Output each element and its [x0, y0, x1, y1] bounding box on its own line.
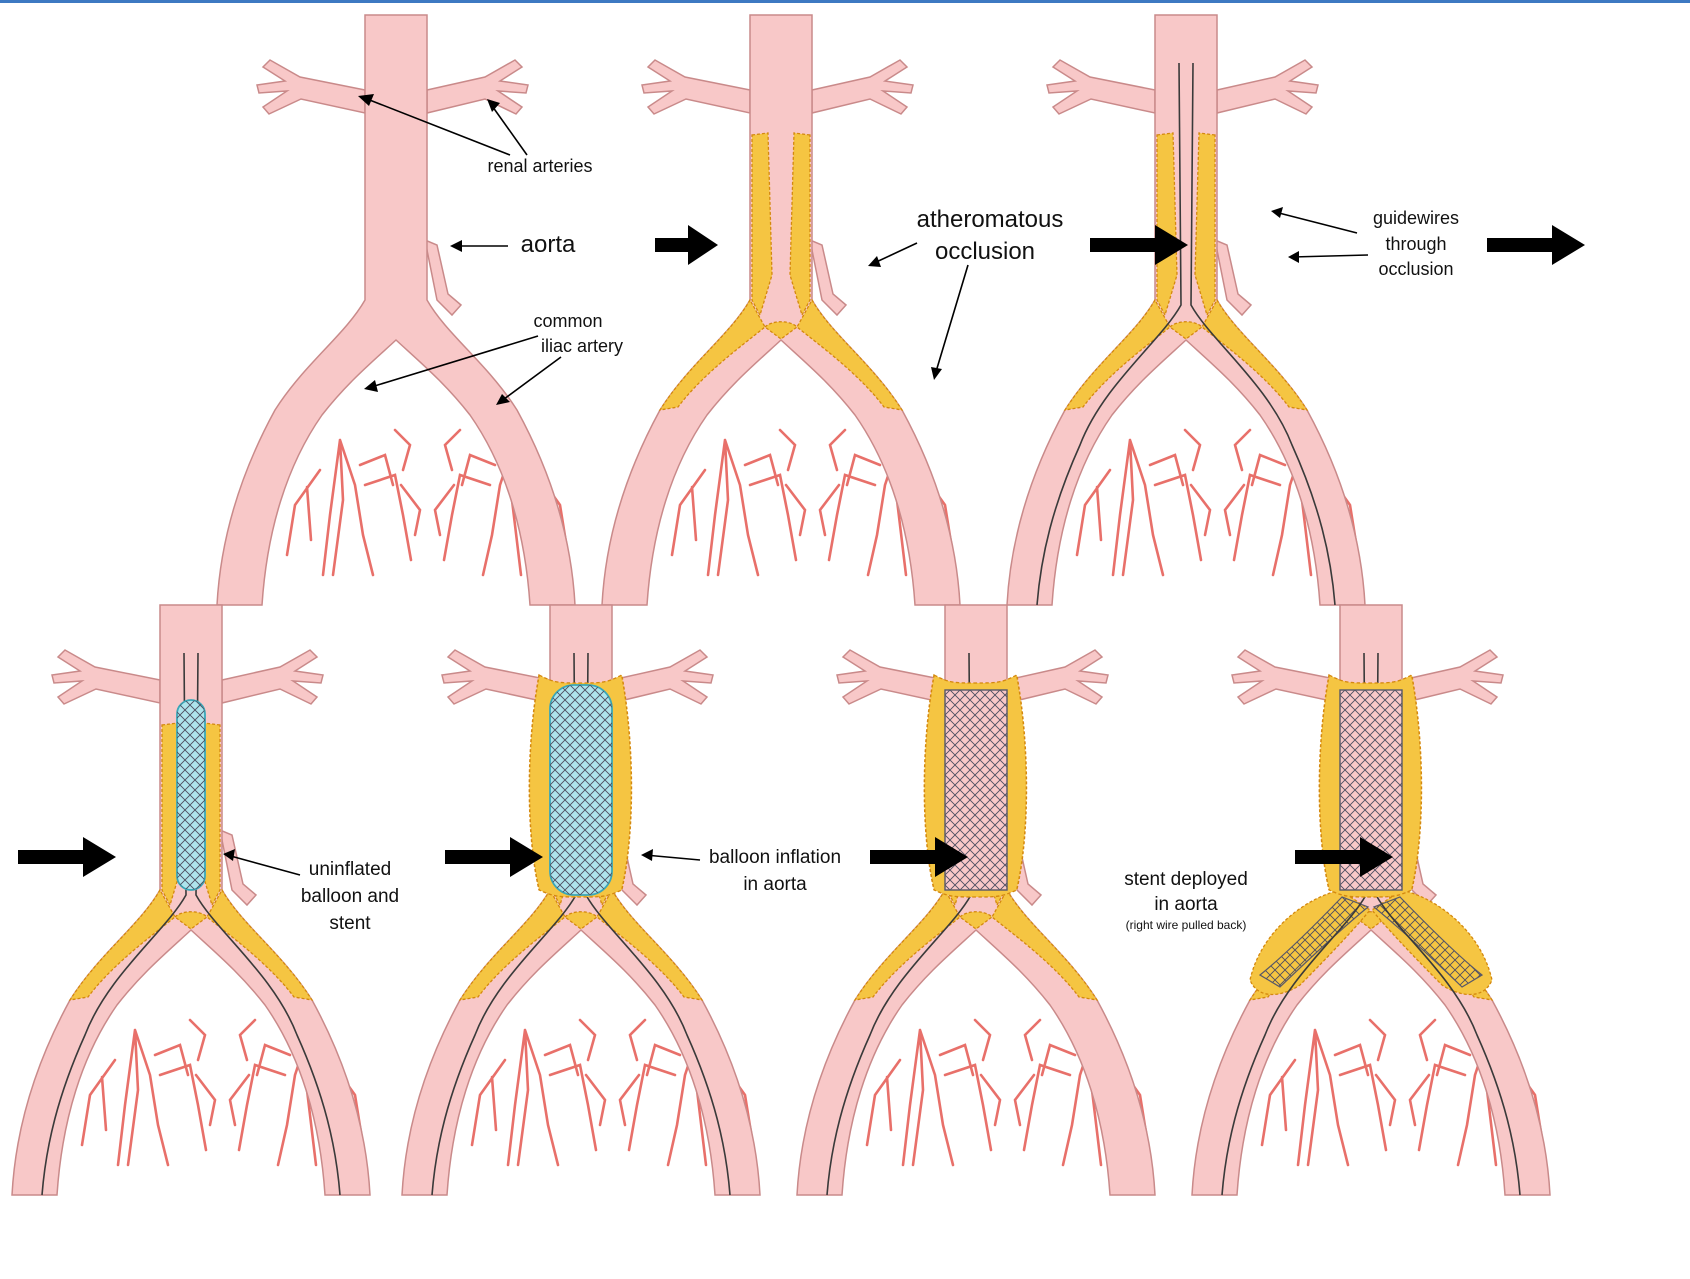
panel-guidewires — [1007, 15, 1365, 605]
head-guidewire-1 — [1271, 207, 1283, 218]
label-uninflated-line2: balloon and — [301, 886, 399, 907]
head-guidewire-2 — [1288, 251, 1299, 263]
label-stent-deployed-line1: stent deployed — [1124, 869, 1248, 890]
arrow-5 — [445, 837, 543, 877]
leader-occlusion-2 — [935, 265, 968, 375]
leader-guidewire-2 — [1292, 255, 1368, 257]
label-aorta: aorta — [521, 231, 576, 258]
arrow-3 — [1487, 225, 1585, 265]
uninflated-balloon-stent — [177, 700, 205, 890]
leader-iliac-right — [500, 357, 561, 402]
head-occlusion-2 — [931, 367, 942, 380]
label-balloon-inflation-line1: balloon inflation — [709, 847, 841, 868]
label-guidewires-line2: through — [1385, 234, 1446, 254]
label-atheromatous-line2: occlusion — [935, 238, 1035, 265]
artery-tree — [217, 15, 575, 605]
label-guidewires-line1: guidewires — [1373, 208, 1459, 228]
leader-inflation — [645, 855, 700, 860]
leader-guidewire-1 — [1275, 212, 1357, 233]
label-guidewires-line3: occlusion — [1378, 259, 1453, 279]
artery-tree — [1007, 15, 1365, 605]
label-stent-deployed-note: (right wire pulled back) — [1126, 918, 1247, 932]
head-aorta — [450, 240, 462, 252]
label-renal-arteries: renal arteries — [487, 156, 592, 176]
panel-normal-anatomy — [217, 15, 575, 605]
label-common-iliac-line1: common — [533, 311, 602, 331]
panel-balloon-inflation — [402, 605, 760, 1195]
panel-kissing-stents — [1192, 605, 1550, 1195]
panel-atheromatous-occlusion — [602, 15, 960, 605]
arrow-4 — [18, 837, 116, 877]
head-inflation — [641, 849, 653, 861]
label-stent-deployed-line2: in aorta — [1154, 894, 1218, 915]
label-atheromatous-line1: atheromatous — [917, 206, 1064, 233]
label-balloon-inflation-line2: in aorta — [743, 874, 807, 895]
artery-tree — [602, 15, 960, 605]
head-iliac-left — [364, 380, 378, 392]
inflated-balloon — [529, 675, 631, 897]
label-uninflated-line3: stent — [329, 913, 371, 934]
panel-stent-deployed — [797, 605, 1155, 1195]
label-uninflated-line1: uninflated — [309, 859, 391, 880]
label-common-iliac-line2: iliac artery — [541, 336, 623, 356]
arrow-1 — [655, 225, 718, 265]
